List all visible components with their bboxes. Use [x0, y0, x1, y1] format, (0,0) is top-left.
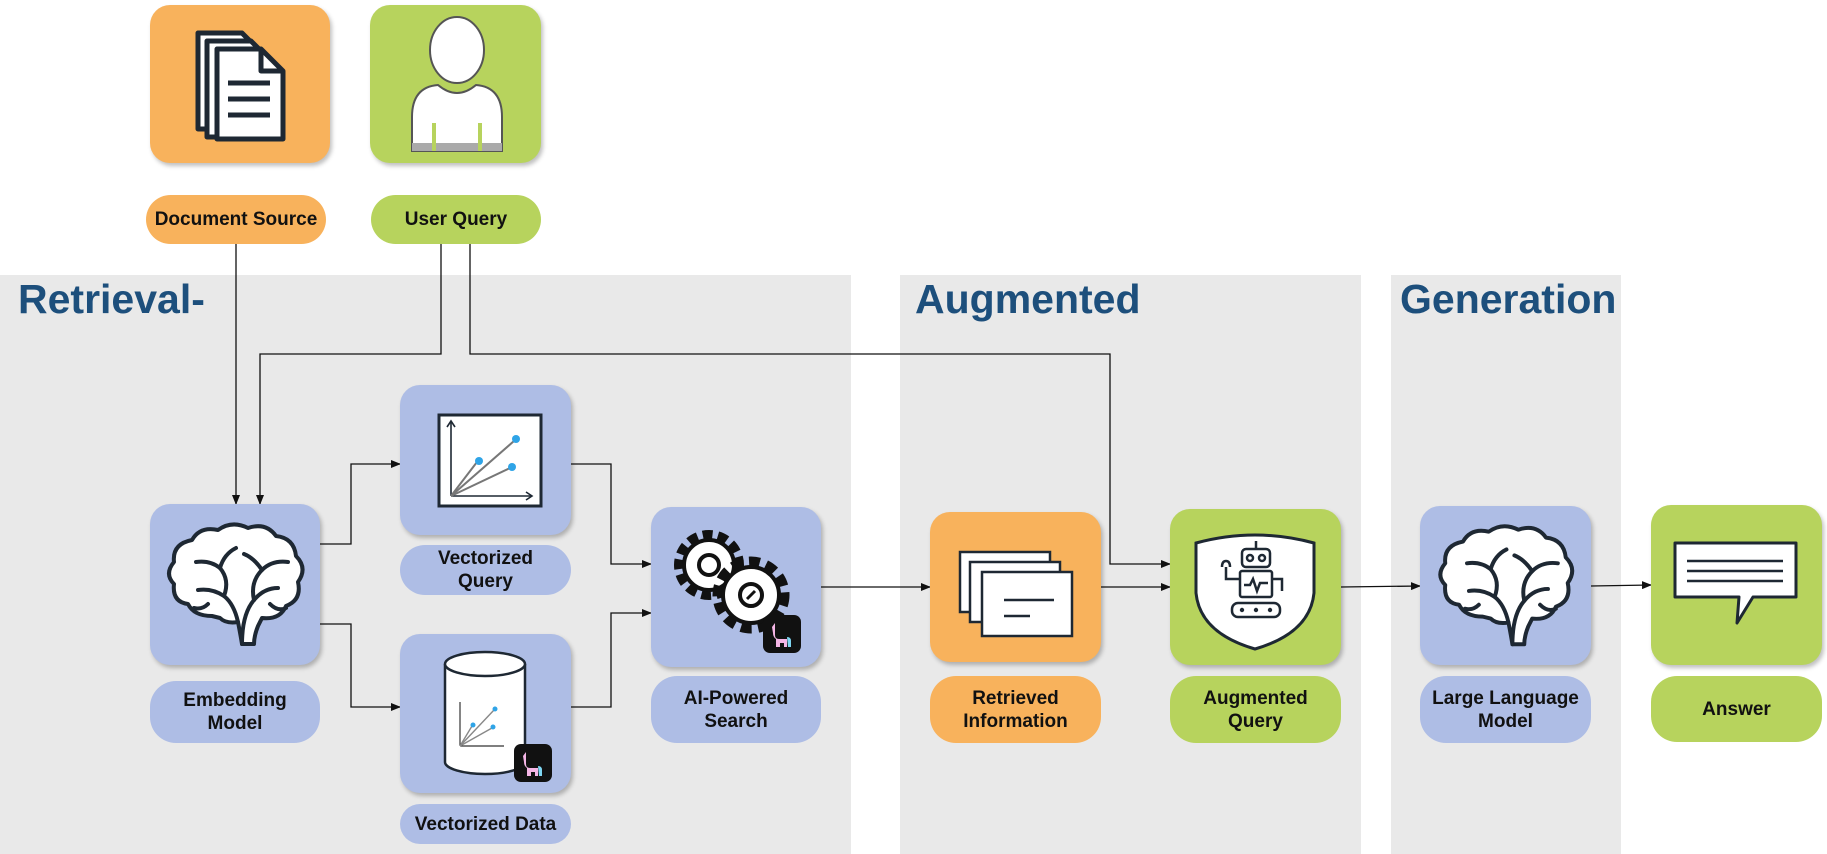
generation-stage-title: Generation [1400, 276, 1617, 322]
vectorized-data-label: Vectorized Data [400, 804, 571, 844]
robot-shield-icon [1194, 533, 1316, 651]
augmented-query-tile [1170, 509, 1341, 665]
speech-bubble-icon [1673, 541, 1798, 625]
retrieval-stage-title: Retrieval- [18, 276, 205, 322]
brain-icon [1438, 524, 1575, 647]
connector-embedding-to-vquery [320, 460, 401, 545]
connector-augmented-to-llm [1340, 582, 1421, 591]
augmented-stage-title: Augmented [915, 276, 1141, 322]
answer-label: Answer [1651, 676, 1822, 742]
connector-embedding-to-vdata [320, 623, 401, 711]
ai-search-tile [651, 507, 821, 667]
retrieved-information-tile [930, 512, 1101, 662]
connector-llm-to-answer [1590, 581, 1652, 590]
vectorized-query-tile [400, 385, 571, 535]
documents-icon [195, 30, 286, 142]
connector-query-to-embedding [256, 244, 442, 505]
user-query-tile [370, 5, 541, 163]
connector-vquery-to-search [571, 463, 652, 568]
llama-icon [514, 744, 552, 782]
vectorized-data-tile [400, 634, 571, 793]
vector-chart-icon [437, 413, 543, 508]
llama-icon [763, 615, 801, 653]
llm-tile [1420, 506, 1591, 665]
cards-icon [958, 550, 1074, 638]
connector-vdata-to-search [571, 609, 652, 708]
embedding-model-tile [150, 504, 320, 665]
user-query-label: User Query [371, 195, 541, 244]
document-source-label: Document Source [146, 195, 326, 244]
document-source-tile [150, 5, 330, 163]
brain-icon [167, 522, 305, 646]
user-icon [411, 16, 503, 152]
gears-icon [674, 530, 790, 634]
connector-query-to-augmented [469, 244, 1171, 568]
answer-tile [1651, 505, 1822, 665]
